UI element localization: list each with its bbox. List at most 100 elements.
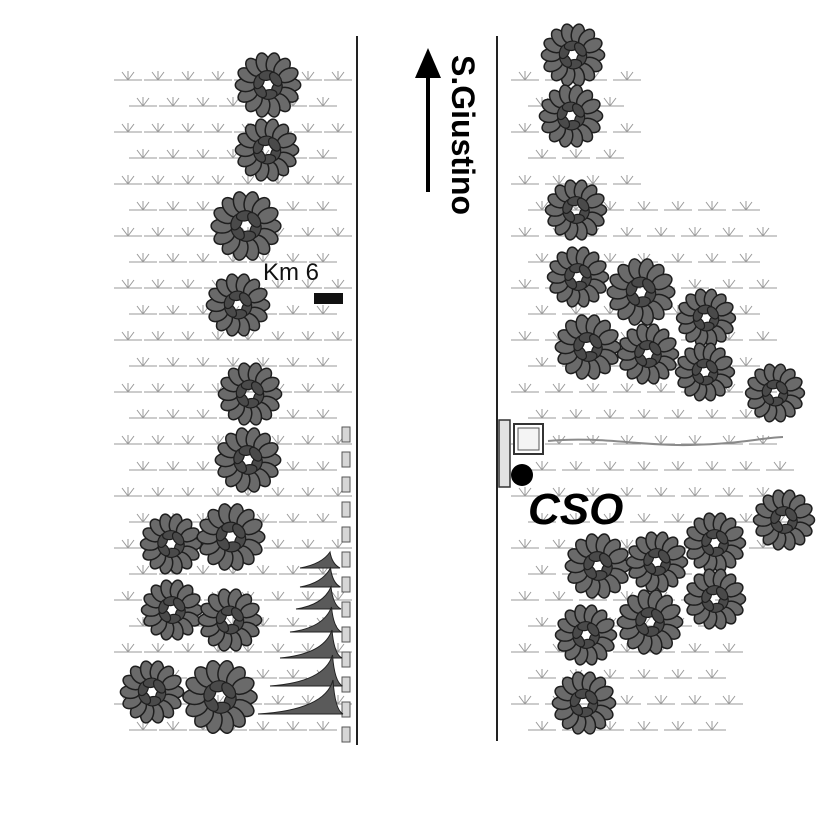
grass-tuft [114,331,142,341]
grass-tuft [264,435,292,445]
grass-tuft [681,487,709,497]
grass-tuft [279,721,307,731]
grass-tuft [511,539,539,549]
guardrail-post [341,526,351,543]
tree-leaf [642,278,656,294]
grass-tuft [279,669,307,679]
grass-tuft [511,227,539,237]
grass-tuft [294,175,322,185]
grass-tuft [189,357,217,367]
guardrail-post [341,426,351,443]
tree-leaf [657,549,671,564]
grass-tuft [681,435,709,445]
grass-tuft [204,435,232,445]
guardrail-post [341,626,351,643]
grass-tuft [579,487,607,497]
grass-tuft [189,253,217,263]
grass-tuft [114,591,142,601]
grass-tuft [219,253,247,263]
grass-tuft [698,409,726,419]
tree-leaf [250,381,264,396]
grass-tuft [664,461,692,471]
grass-tuft [596,409,624,419]
grass-tuft [144,227,172,237]
tree [139,513,203,575]
grass-tuft [749,279,777,289]
grass-tuft [114,71,142,81]
grass-tuft [159,253,187,263]
grass-tuft [613,539,641,549]
grass-tuft [249,721,277,731]
grass-tuft [324,227,352,237]
grass-tuft [613,591,641,601]
grass-tuft [234,175,262,185]
stream [547,436,784,447]
grass-tuft [309,565,337,575]
grass-tuft [309,305,337,315]
km-marker-sign [314,293,343,304]
station-label: CSO [528,485,623,534]
grass-tuft [630,201,658,211]
guardrail-post [341,576,351,593]
grass-tuft [511,487,539,497]
grass-tuft [114,123,142,133]
grass-tuft [129,149,157,159]
grass-tuft [174,279,202,289]
tree-leaf [221,682,237,699]
grass-tuft [732,357,760,367]
grass-tuft [681,695,709,705]
tree-leaf [268,71,283,87]
tree-leaf [715,530,729,545]
grass-tuft [647,435,675,445]
grass-tuft [309,253,337,263]
km-marker-label: Km 6 [263,259,319,286]
grass-tuft [174,383,202,393]
grass-tuft [189,409,217,419]
grass-tuft [596,149,624,159]
grass-tuft [324,71,352,81]
grass-tuft [309,721,337,731]
grass-tuft [596,721,624,731]
grass-tuft [528,253,556,263]
tree-leaf [650,608,665,624]
grass-tuft [545,643,573,653]
tree [675,288,737,348]
stream-line [547,436,784,447]
grass-tuft [144,279,172,289]
grass-tuft [698,721,726,731]
grass-tuft [698,253,726,263]
grass-tuft [294,71,322,81]
grass-tuft [596,253,624,263]
grass-tuft [664,669,692,679]
north-arrow-icon [415,48,441,78]
grass-tuft [129,721,157,731]
station-sensor-icon [511,464,533,486]
grass-tuft [630,669,658,679]
grass-tuft [511,591,539,601]
grass-tuft [579,383,607,393]
grass-tuft [129,409,157,419]
tree [538,84,604,148]
grass-tuft [647,383,675,393]
grass-tuft [159,461,187,471]
grass-tuft [664,721,692,731]
grass-tuft [114,227,142,237]
grass-tuft [114,279,142,289]
tree-leaf [648,341,662,356]
grass-tuft [528,565,556,575]
grass-tuft [630,513,658,523]
grass-tuft [294,435,322,445]
grass-tuft [324,331,352,341]
grass-tuft [114,643,142,653]
grass-tuft [528,617,556,627]
tree [214,427,282,493]
tree [554,604,618,666]
tree [205,273,271,337]
tall-grass [269,654,343,687]
grass-tuft [664,409,692,419]
grass-tuft [647,695,675,705]
tree-leaf [573,42,587,57]
grass-tuft [294,539,322,549]
grass-tuft [596,461,624,471]
grass-tuft [681,279,709,289]
